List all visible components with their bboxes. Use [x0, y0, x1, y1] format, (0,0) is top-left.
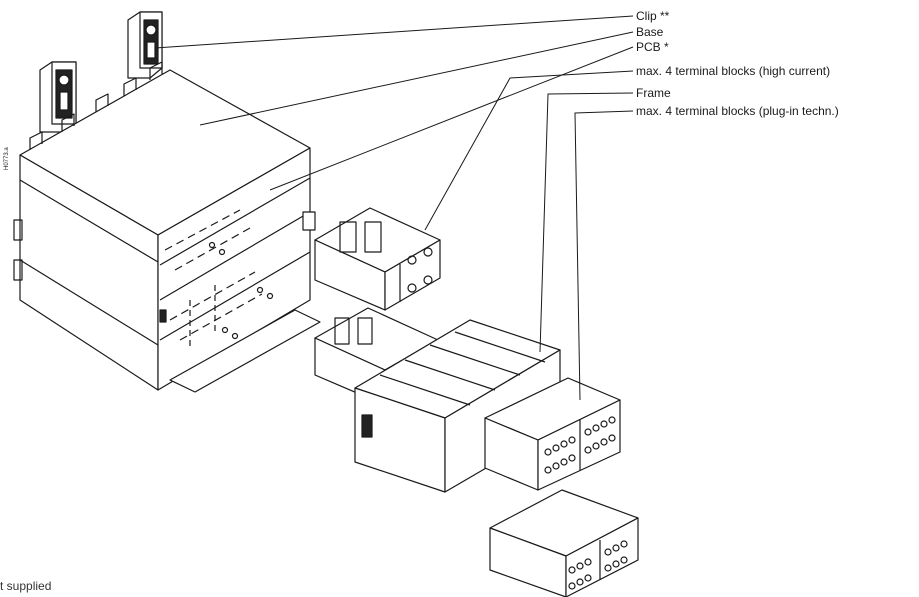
callout-frame: Frame: [636, 86, 671, 100]
base-housing: [13, 61, 321, 393]
callout-pcb: PCB *: [636, 40, 669, 54]
leader-pcb: [269, 46, 634, 191]
terminal-block-plugin-lower: [489, 489, 639, 597]
footnote: t supplied: [0, 579, 52, 593]
terminal-block-high-current-upper: [314, 207, 441, 311]
callout-terminal-plugin: max. 4 terminal blocks (plug-in techn.): [636, 104, 839, 118]
leader-frame: [539, 92, 634, 353]
terminal-block-plugin-upper: [484, 377, 621, 491]
leader-base: [199, 31, 634, 126]
leader-lines: [154, 15, 634, 401]
callout-base: Base: [636, 25, 664, 39]
leader-terminal-plugin: [574, 110, 634, 401]
leader-terminal-high-current: [424, 70, 634, 231]
callout-clip: Clip **: [636, 9, 670, 23]
clip-part-1: [127, 11, 163, 79]
leader-clip: [154, 15, 634, 49]
clip-part-2: [39, 61, 77, 133]
callout-terminal-high-current: max. 4 terminal blocks (high current): [636, 64, 831, 78]
part-code: H0773.a: [4, 147, 10, 170]
